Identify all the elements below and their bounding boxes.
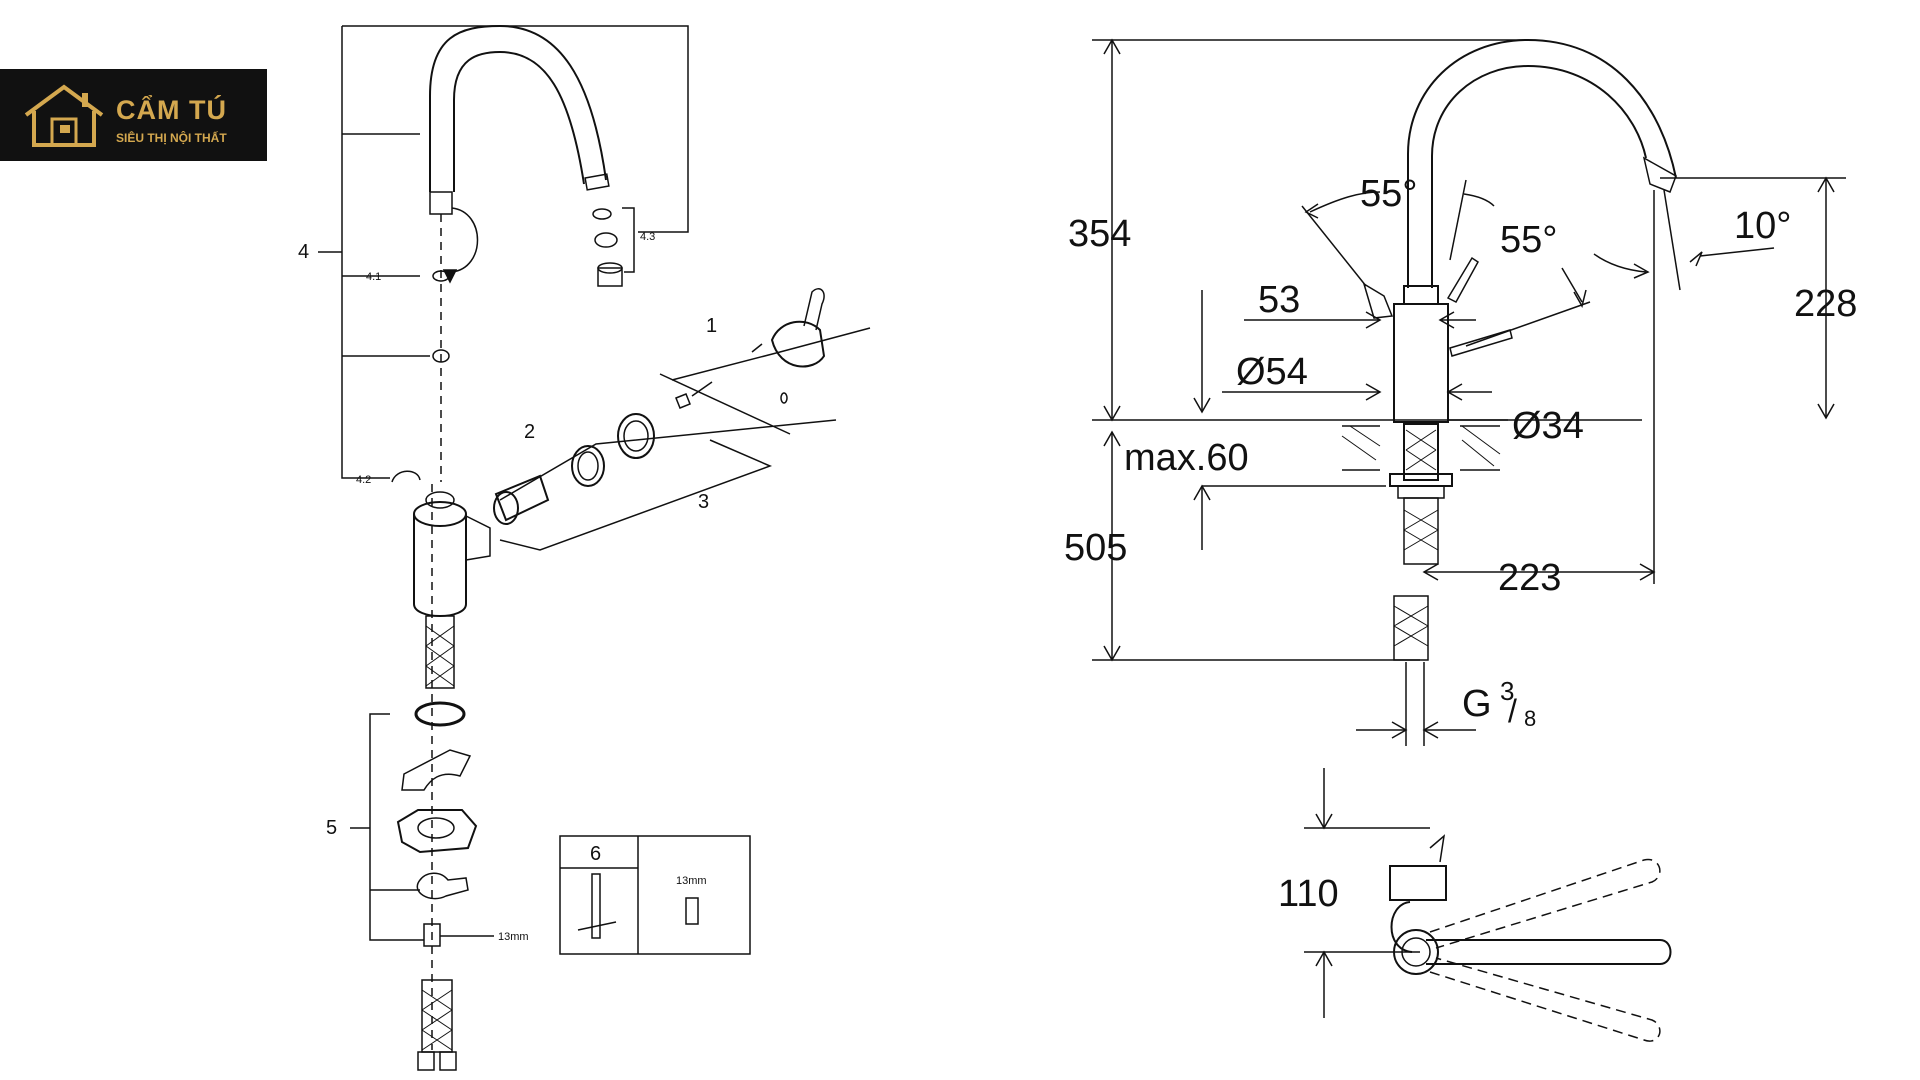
- brand-tagline: SIÊU THỊ NỘI THẤT: [116, 131, 227, 145]
- tool-box-wrench-size: 13mm: [676, 875, 707, 887]
- dim-lever-angle-1: 55°: [1360, 173, 1417, 215]
- exploded-labels: 4 4.1 4.2 4.3 1 2 3 5 13mm 6 13mm: [298, 231, 717, 943]
- dimension-view: [1092, 38, 1846, 1042]
- dim-thread-numerator: 3: [1500, 676, 1514, 706]
- dim-base-diameter: Ø54: [1236, 351, 1308, 393]
- dim-spout-angle: 10°: [1734, 205, 1791, 247]
- dimension-labels: 354 505 228 223 55° 55° 10° 53 Ø54 Ø34 m…: [1064, 173, 1857, 915]
- label-wrench-size: 13mm: [498, 931, 529, 943]
- dim-thread-denominator: 8: [1524, 706, 1536, 731]
- label-part-4-3: 4.3: [640, 231, 655, 243]
- dim-thread-slash: /: [1508, 693, 1517, 729]
- dim-spout-height: 228: [1794, 283, 1857, 325]
- brand-logo: CẨM TÚ SIÊU THỊ NỘI THẤT: [0, 69, 267, 161]
- dim-plan-offset: 110: [1278, 873, 1339, 915]
- dim-spout-reach: 223: [1498, 557, 1561, 599]
- house-logo-icon: [24, 84, 104, 147]
- dim-height-total: 354: [1068, 213, 1131, 255]
- dim-body-diameter: Ø34: [1512, 405, 1584, 447]
- label-part-4-1: 4.1: [366, 271, 381, 283]
- label-part-2: 2: [524, 421, 535, 443]
- tool-box-label: 6: [590, 843, 601, 865]
- exploded-view: [318, 24, 871, 1071]
- label-part-1: 1: [706, 315, 717, 337]
- label-part-4-2: 4.2: [356, 474, 371, 486]
- dim-thread-g: G: [1462, 683, 1492, 725]
- label-part-4: 4: [298, 241, 309, 263]
- label-part-5: 5: [326, 817, 337, 839]
- brand-name: CẨM TÚ: [116, 95, 227, 125]
- label-part-3: 3: [698, 491, 709, 513]
- dim-lever-height: 53: [1258, 279, 1300, 321]
- dim-lever-angle-2: 55°: [1500, 219, 1557, 261]
- dim-max-thickness: max.60: [1124, 437, 1249, 479]
- dim-height-below: 505: [1064, 527, 1127, 569]
